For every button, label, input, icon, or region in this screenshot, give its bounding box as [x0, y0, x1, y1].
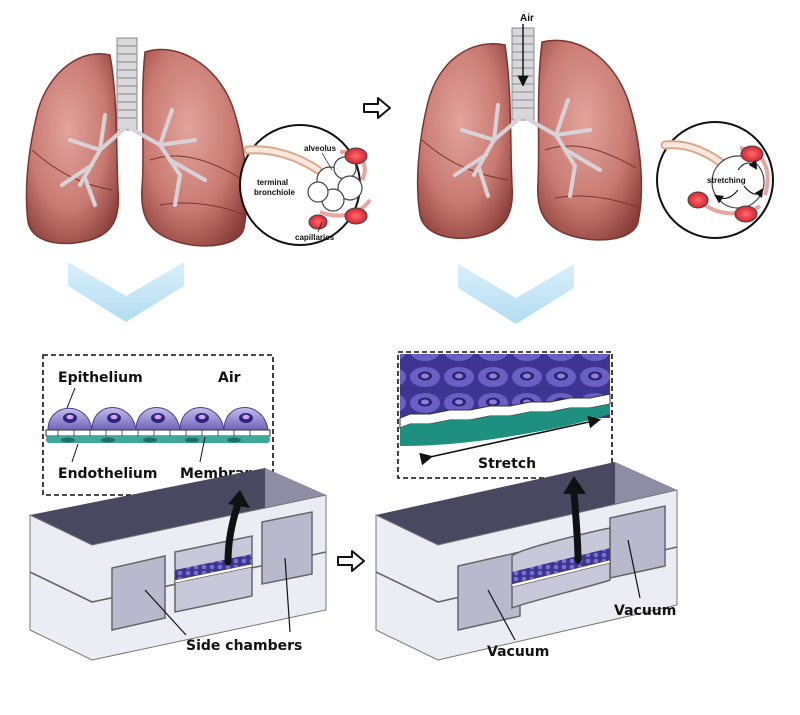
- label-capillaries: capillaries: [295, 233, 335, 242]
- lungs-right: Air: [416, 13, 643, 241]
- label-terminal: terminal: [257, 178, 288, 187]
- label-stretching: stretching: [707, 176, 746, 185]
- label-air-inset: Air: [218, 370, 241, 386]
- vacuum-chamber-right: [609, 505, 666, 579]
- side-chamber-left: [111, 555, 166, 631]
- label-endothelium: Endothelium: [58, 466, 157, 482]
- label-epithelium: Epithelium: [58, 370, 143, 386]
- tissue-inset-left: Epithelium Air: [42, 354, 274, 496]
- label-vacuum-left: Vacuum: [487, 644, 549, 660]
- zoom-arrow-right: [570, 488, 582, 564]
- label-air-top: Air: [520, 13, 534, 24]
- chip-device-left: Side chambers: [29, 468, 327, 661]
- epithelial-cell-row: [47, 407, 269, 431]
- alveolus-zoom-right: stretching: [656, 121, 774, 239]
- stretch-arrow: [419, 415, 602, 466]
- outline-right-arrow-icon: [337, 550, 365, 572]
- capillary-blob: [344, 147, 368, 165]
- label-bronchiole: bronchiole: [254, 188, 295, 197]
- lungs-left: [25, 37, 248, 247]
- trachea-left: [116, 37, 138, 131]
- label-stretch: Stretch: [478, 456, 536, 472]
- outline-right-arrow-icon: [363, 97, 391, 119]
- tissue-membrane-right: [512, 548, 610, 584]
- membrane-strip: [45, 429, 271, 437]
- alveolus-zoom-left: alveolus terminal bronchiole capillaries: [239, 124, 372, 246]
- label-vacuum-right: Vacuum: [614, 603, 676, 619]
- tissue-membrane-left: [175, 554, 252, 580]
- chip-device-right: Vacuum Vacuum: [375, 462, 678, 661]
- capillary-blob: [308, 214, 328, 230]
- capillary-blob: [734, 205, 758, 223]
- capillary-blob: [687, 191, 709, 209]
- label-side-chambers: Side chambers: [186, 638, 302, 654]
- tissue-inset-right: Stretch: [397, 351, 613, 479]
- label-alveolus: alveolus: [304, 144, 337, 153]
- zoom-arrow-left: [224, 500, 242, 566]
- capillary-blob: [740, 145, 764, 163]
- side-chamber-right: [261, 511, 313, 585]
- bronchial-tree-left: [60, 108, 207, 207]
- chevron-down-icon: [68, 262, 184, 322]
- left-lung-lobe: [25, 53, 120, 245]
- right-lung-lobe: [141, 48, 248, 247]
- capillary-blob: [344, 207, 368, 225]
- chevron-down-icon: [458, 264, 574, 324]
